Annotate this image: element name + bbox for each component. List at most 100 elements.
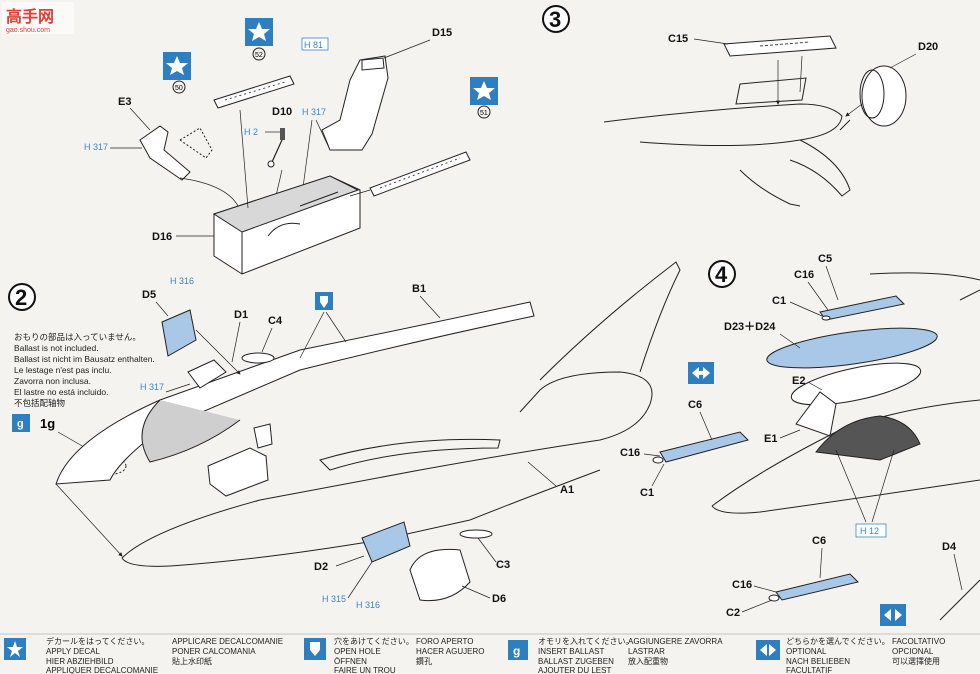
legend-optional-line-1: OPTIONAL — [786, 647, 827, 656]
label-B1: B1 — [412, 283, 426, 295]
legend-decal-line-3: APPLIQUER DECALCOMANIE — [46, 666, 158, 674]
step-4-fuselage-drawing — [711, 272, 980, 621]
part-C4-drawing — [241, 352, 275, 364]
ballast-note-2: Ballast ist nicht im Bausatz enthalten. — [14, 354, 155, 364]
label-A1: A1 — [560, 484, 574, 496]
legend-decal-line-6: 貼上水印紙 — [172, 656, 212, 666]
step-4-number: 4 — [715, 262, 728, 287]
paint-code-h81: H 81 — [304, 40, 323, 50]
paint-code-h317-d1: H 317 — [140, 382, 164, 392]
legend-optional-line-3: FACULTATIF — [786, 666, 832, 674]
ballast-note-3: Le lestage n'est pas inclu. — [14, 365, 112, 375]
label-C6-mid: C6 — [688, 399, 702, 411]
label-D2: D2 — [314, 561, 328, 573]
legend-hole-line-0: 穴をあけてください。 — [334, 636, 414, 646]
label-E1: E1 — [764, 433, 777, 445]
label-D10: D10 — [272, 106, 292, 118]
cockpit-insert-drawing — [207, 423, 273, 497]
label-D6: D6 — [492, 593, 506, 605]
legend-optional-line-6: 可以選擇使用 — [892, 656, 940, 666]
label-E3: E3 — [118, 96, 131, 108]
legend-hole-line-2: ÖFFNEN — [334, 657, 367, 666]
part-C3-drawing — [459, 529, 493, 539]
label-C6-lower: C6 — [812, 535, 826, 547]
part-D20-drawing — [859, 65, 907, 127]
svg-text:g: g — [513, 644, 520, 658]
paint-code-h316-d6: H 316 — [356, 600, 380, 610]
part-D1-drawing — [187, 359, 227, 389]
label-C16-a: C16 — [794, 269, 814, 281]
decal-icon-51: 51 — [470, 77, 498, 119]
ballast-amount: 1g — [40, 416, 55, 431]
ballast-note-6: 不包括配轴物 — [14, 398, 66, 408]
label-D23-D24: D23＋D24 — [724, 321, 776, 333]
legend-optional-line-4: FACOLTATIVO — [892, 637, 945, 646]
main-fuselage-drawing — [55, 261, 681, 567]
paint-code-h12: H 12 — [860, 526, 879, 536]
legend-hole-line-4: FORO APERTO — [416, 637, 474, 646]
legend-ballast-line-1: INSERT BALLAST — [538, 647, 605, 656]
legend-optional-line-5: OPCIONAL — [892, 647, 934, 656]
legend-ballast: g オモリを入れてください。 INSERT BALLAST BALLAST ZU… — [508, 637, 723, 674]
part-D16-tub-drawing — [212, 175, 361, 275]
legend-decal: デカールをはってください。 APPLY DECAL HIER ABZIEHBIL… — [4, 636, 283, 674]
watermark-title: 高手网 — [6, 7, 54, 26]
ballast-icon: g — [12, 414, 30, 432]
instrument-decal-strip-right — [369, 151, 471, 197]
legend-hole-line-1: OPEN HOLE — [334, 647, 381, 656]
legend-optional-line-2: NACH BELIEBEN — [786, 657, 850, 666]
paint-code-h317-d10: H 317 — [302, 107, 326, 117]
paint-code-h2: H 2 — [244, 127, 258, 137]
label-E2: E2 — [792, 375, 805, 387]
decal-icon-52: 52 — [245, 18, 273, 61]
open-hole-icon — [315, 292, 333, 310]
instrument-decal-strip-left — [213, 75, 295, 109]
legend-decal-line-1: APPLY DECAL — [46, 647, 101, 656]
svg-text:g: g — [17, 418, 24, 430]
decal-icon-50: 50 — [163, 52, 191, 94]
decal-number-52: 52 — [255, 52, 263, 59]
part-D10-stick-drawing — [267, 128, 285, 168]
legend-hole-line-3: FAIRE UN TROU — [334, 666, 396, 674]
legend-decal-line-4: APPLICARE DECALCOMANIE — [172, 637, 283, 646]
ballast-note-5: El lastre no está incluido. — [14, 387, 109, 397]
decal-number-51: 51 — [480, 110, 488, 117]
step-4-badge: 4 — [708, 260, 736, 288]
ballast-note-list: おもりの部品は入っていません。 Ballast is not included.… — [14, 332, 155, 408]
step-2-number: 2 — [15, 285, 27, 310]
label-C3: C3 — [496, 559, 510, 571]
part-C15-drawing — [723, 35, 837, 57]
legend-ballast-line-3: AJOUTER DU LEST — [538, 666, 611, 674]
label-D1: D1 — [234, 309, 248, 321]
label-D16: D16 — [152, 231, 172, 243]
legend-ballast-line-0: オモリを入れてください。 — [538, 637, 634, 646]
step-3-badge: 3 — [542, 5, 570, 33]
legend-decal-line-5: PONER CALCOMANIA — [172, 647, 256, 656]
paint-code-h317-e3: H 317 — [84, 142, 108, 152]
legend-ballast-line-6: 放入配重物 — [628, 656, 668, 666]
part-D5-canopy-drawing — [161, 309, 197, 357]
ballast-note-4: Zavorra non inclusa. — [14, 376, 91, 386]
part-D2-intake-drawing — [361, 521, 411, 563]
part-E3-drawing — [139, 125, 213, 181]
label-C1-a: C1 — [772, 295, 786, 307]
part-C6-rack-mid-drawing — [652, 431, 749, 464]
legend-decal-line-0: デカールをはってください。 — [46, 636, 149, 646]
label-C1-mid: C1 — [640, 487, 654, 499]
label-D5: D5 — [142, 289, 156, 301]
label-D20: D20 — [918, 41, 938, 53]
part-D15-seat-drawing — [321, 55, 389, 151]
legend-ballast-line-4: AGGIUNGERE ZAVORRA — [628, 637, 723, 646]
label-C15: C15 — [668, 33, 688, 45]
optional-icon-lower — [880, 604, 906, 626]
legend-ballast-line-5: LASTRAR — [628, 647, 665, 656]
part-D23-D24-tank-drawing — [766, 327, 938, 369]
legend-ballast-line-2: BALLAST ZUGEBEN — [538, 657, 614, 666]
label-C16-lower: C16 — [732, 579, 752, 591]
legend-optional-line-0: どちらかを選んでください。 — [786, 636, 890, 646]
step-2-badge: 2 — [8, 283, 36, 311]
step-3-number: 3 — [549, 7, 561, 32]
legend-optional: どちらかを選んでください。 OPTIONAL NACH BELIEBEN FAC… — [756, 636, 945, 674]
paint-code-h316-d5: H 316 — [170, 276, 194, 286]
